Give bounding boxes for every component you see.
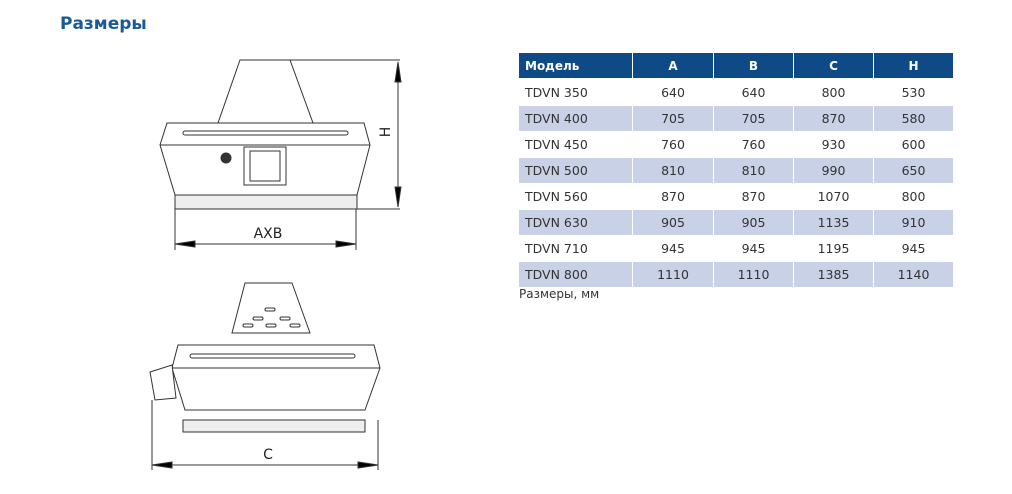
value-cell: 870	[714, 183, 793, 209]
c-label: C	[263, 447, 273, 463]
value-cell: 640	[633, 79, 713, 105]
value-cell: 1070	[794, 183, 873, 209]
col-header-a: A	[633, 53, 713, 79]
value-cell: 1110	[714, 261, 793, 287]
value-cell: 905	[633, 209, 713, 235]
table-caption: Размеры, мм	[519, 287, 600, 301]
value-cell: 760	[633, 131, 713, 157]
value-cell: 640	[714, 79, 793, 105]
side-view-drawing: C	[149, 282, 381, 470]
value-cell: 930	[794, 131, 873, 157]
model-cell: TDVN 630	[519, 209, 632, 235]
col-header-c: C	[794, 53, 873, 79]
col-header-h: H	[874, 53, 953, 79]
value-cell: 650	[874, 157, 953, 183]
value-cell: 1110	[633, 261, 713, 287]
axb-label: AXB	[254, 226, 283, 242]
h-label: H	[378, 127, 394, 138]
value-cell: 945	[714, 235, 793, 261]
value-cell: 910	[874, 209, 953, 235]
value-cell: 705	[633, 105, 713, 131]
value-cell: 905	[714, 209, 793, 235]
model-cell: TDVN 800	[519, 261, 632, 287]
value-cell: 580	[874, 105, 953, 131]
value-cell: 990	[794, 157, 873, 183]
value-cell: 810	[714, 157, 793, 183]
model-cell: TDVN 710	[519, 235, 632, 261]
value-cell: 1135	[794, 209, 873, 235]
value-cell: 800	[794, 79, 873, 105]
value-cell: 600	[874, 131, 953, 157]
value-cell: 530	[874, 79, 953, 105]
value-cell: 760	[714, 131, 793, 157]
value-cell: 1195	[794, 235, 873, 261]
front-view-drawing: AXB H	[159, 59, 402, 250]
value-cell: 1385	[794, 261, 873, 287]
model-cell: TDVN 500	[519, 157, 632, 183]
model-cell: TDVN 560	[519, 183, 632, 209]
value-cell: 1140	[874, 261, 953, 287]
model-cell: TDVN 350	[519, 79, 632, 105]
table-header-row: Модель A B C H	[519, 53, 953, 79]
value-cell: 810	[633, 157, 713, 183]
model-cell: TDVN 400	[519, 105, 632, 131]
value-cell: 945	[874, 235, 953, 261]
section-title: Размеры	[60, 14, 147, 34]
value-cell: 870	[794, 105, 873, 131]
col-header-b: B	[714, 53, 793, 79]
value-cell: 800	[874, 183, 953, 209]
col-header-model: Модель	[519, 53, 632, 79]
model-cell: TDVN 450	[519, 131, 632, 157]
value-cell: 870	[633, 183, 713, 209]
value-cell: 945	[633, 235, 713, 261]
value-cell: 705	[714, 105, 793, 131]
